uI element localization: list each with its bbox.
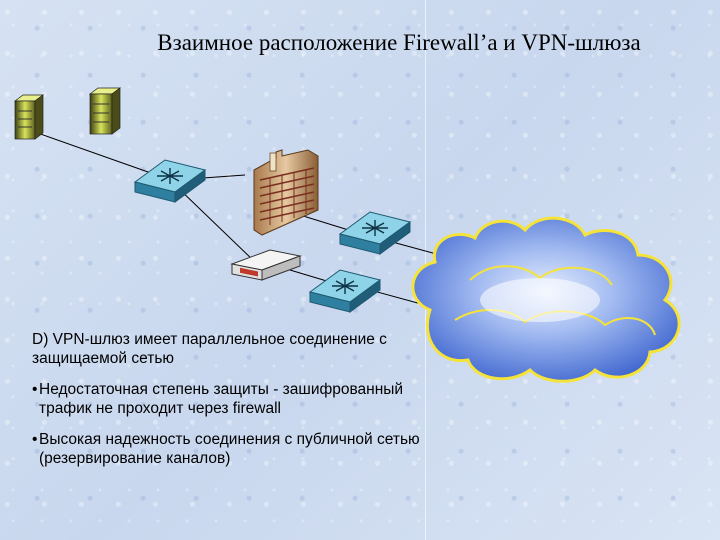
slide-text-block: D) VPN-шлюз имеет параллельное соединени… (32, 330, 432, 480)
bullet-item: • Высокая надежность соединения с публич… (32, 430, 432, 468)
bullet-glyph: • (32, 431, 38, 448)
server-icon (88, 87, 122, 135)
switch-icon (133, 159, 207, 203)
bullet-text: Недостаточная степень защиты - зашифрова… (39, 381, 404, 417)
description-paragraph: D) VPN-шлюз имеет параллельное соединени… (32, 331, 387, 367)
switch-icon (338, 211, 412, 255)
bullet-glyph: • (32, 381, 38, 398)
link-vpn-switch (289, 269, 331, 283)
server-icon (13, 94, 45, 140)
firewall-icon (253, 149, 319, 236)
vpn-gateway-icon (230, 249, 302, 281)
link-switch-down (174, 184, 256, 263)
internet-cloud-icon (411, 216, 681, 383)
switch-icon (308, 269, 382, 313)
bullet-item: • Недостаточная степень защиты - зашифро… (32, 380, 432, 418)
bullet-text: Высокая надежность соединения с публично… (39, 431, 420, 467)
slide-title: Взаимное расположение Firewall’a и VPN-ш… (157, 30, 641, 55)
link-switch2-cloud (369, 289, 426, 306)
